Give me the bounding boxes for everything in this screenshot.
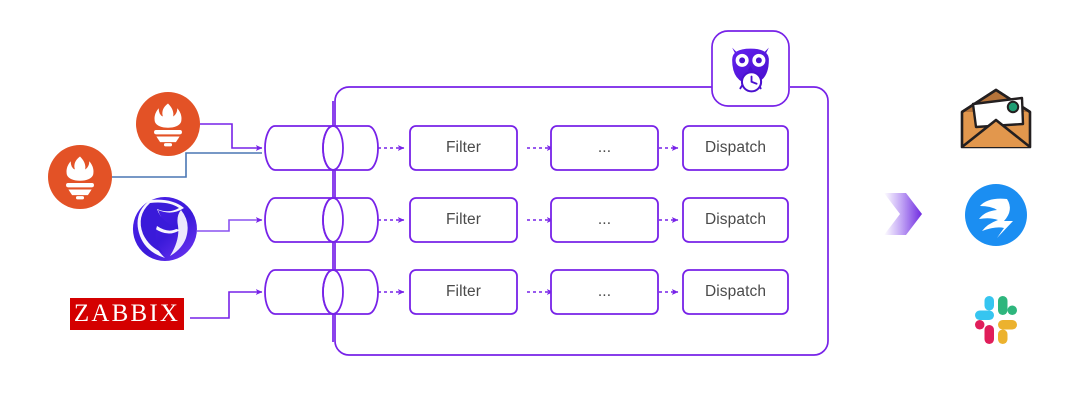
queue-row-1[interactable] [264,125,405,171]
connector-prometheus-primary [200,123,263,151]
dingtalk-icon [965,184,1027,246]
prometheus-icon-secondary [48,145,112,209]
stage-box-filter-3[interactable] [409,269,518,315]
prometheus-icon-primary [136,92,200,156]
zabbix-logo [70,298,184,330]
stage-box-dispatch-1[interactable] [682,125,789,171]
queue-row-3[interactable] [264,269,405,315]
alert-engine-owl-badge[interactable] [711,30,790,107]
connector-nightingale [196,217,263,232]
stage-box-filter-2[interactable] [409,197,518,243]
zabbix-wordmark: ZABBIX [73,300,181,327]
slack-icon [975,296,1017,344]
connector-prometheus-secondary [112,152,262,178]
connector-zabbix [190,289,263,319]
stage-box-ellipsis-3[interactable] [550,269,659,315]
envelope-icon [960,88,1032,149]
stage-box-dispatch-2[interactable] [682,197,789,243]
engine-container-outline [334,86,829,356]
queue-row-2[interactable] [264,197,405,243]
stage-box-dispatch-3[interactable] [682,269,789,315]
stage-box-ellipsis-1[interactable] [550,125,659,171]
stage-box-ellipsis-2[interactable] [550,197,659,243]
owl-clock-icon [732,47,769,93]
gradient-chevron-arrow [884,193,922,235]
stage-box-filter-1[interactable] [409,125,518,171]
nightingale-bird-icon [132,197,197,261]
